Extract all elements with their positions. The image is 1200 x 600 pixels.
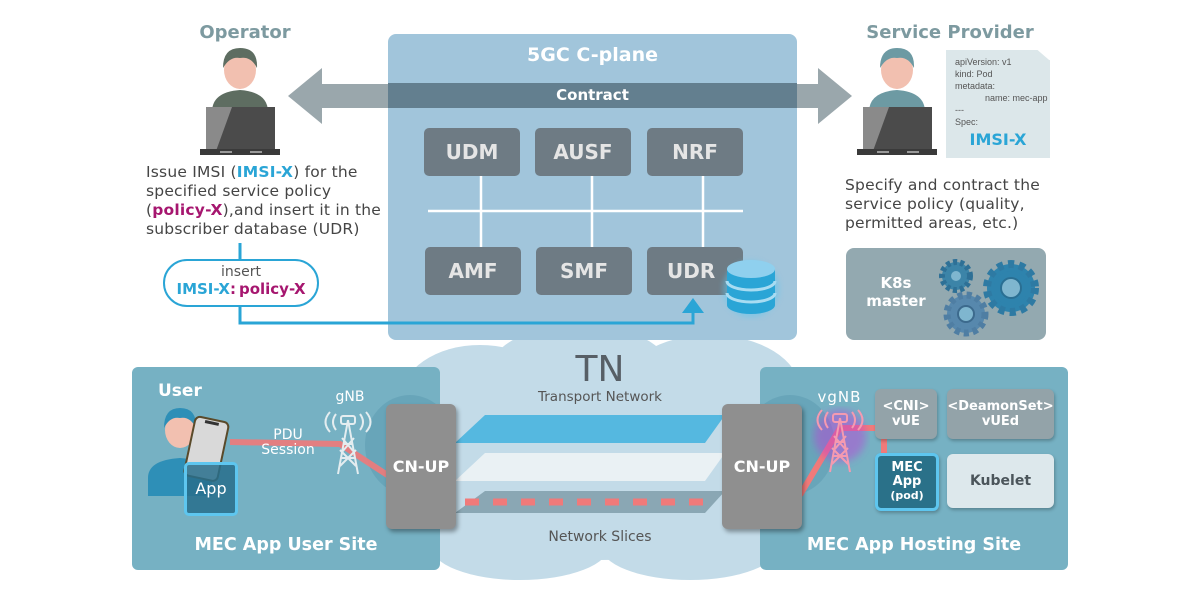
operator-title: Operator <box>199 22 291 43</box>
vgnb-label: vgNB <box>817 388 862 406</box>
service-provider-title: Service Provider <box>866 22 1034 43</box>
slice-blue <box>455 415 725 443</box>
daemonset-vued-box[interactable]: <DeamonSet> vUEd <box>947 389 1054 439</box>
gnb-tower-icon <box>324 411 372 475</box>
nf-ausf[interactable]: AUSF <box>535 128 631 176</box>
contract-label: Contract <box>388 83 797 108</box>
network-slices-label: Network Slices <box>548 529 652 545</box>
tn-title: TN <box>575 349 625 390</box>
mec-app-pod[interactable]: MEC App (pod) <box>875 453 939 511</box>
gnb-label: gNB <box>335 389 365 405</box>
cn-up-user-site[interactable]: CN-UP <box>386 404 456 529</box>
pdu-session-label: PDU Session <box>261 427 315 458</box>
cplane-title: 5GC C-plane <box>527 44 658 66</box>
user-label: User <box>158 381 202 401</box>
nf-amf[interactable]: AMF <box>425 247 521 295</box>
network-slices <box>455 415 725 513</box>
hosting-site-label: MEC App Hosting Site <box>806 535 1022 555</box>
kubelet-box[interactable]: Kubelet <box>947 454 1054 508</box>
cn-up-hosting-site[interactable]: CN-UP <box>722 404 802 529</box>
database-icon <box>723 260 779 317</box>
user-site-label: MEC App User Site <box>194 535 378 555</box>
cni-vue-box[interactable]: <CNI> vUE <box>875 389 937 439</box>
tn-subtitle: Transport Network <box>537 389 662 405</box>
operator-person-icon <box>200 48 280 155</box>
nf-nrf[interactable]: NRF <box>647 128 743 176</box>
policy-highlight: policy-X <box>152 201 223 219</box>
gears-icon <box>939 259 1039 337</box>
user-app[interactable]: App <box>184 462 238 516</box>
operator-description: Issue IMSI (IMSI-X) for the specified se… <box>146 163 382 238</box>
slice-white <box>455 453 725 481</box>
imsi-highlight: IMSI-X <box>236 163 294 181</box>
pod-manifest-document: apiVersion: v1 kind: Pod metadata: name:… <box>946 50 1050 158</box>
k8s-master-box[interactable]: K8s master <box>846 248 1046 340</box>
insert-record-box: insert IMSI-X:policy-X <box>163 259 319 307</box>
nf-smf[interactable]: SMF <box>536 247 632 295</box>
nf-udm[interactable]: UDM <box>424 128 520 176</box>
service-provider-person-icon <box>857 48 937 155</box>
service-provider-description: Specify and contract the service policy … <box>845 176 1040 232</box>
vgnb-tower-icon <box>814 409 866 473</box>
manifest-imsi: IMSI-X <box>969 130 1027 149</box>
